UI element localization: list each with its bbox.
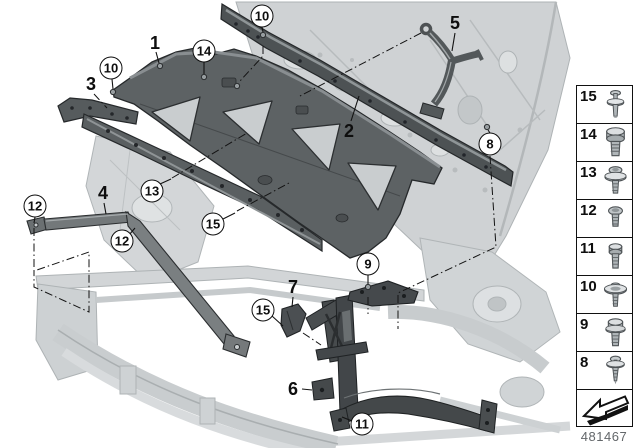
callout-label-3[interactable]: 3 xyxy=(85,74,97,94)
fastener-number: 14 xyxy=(580,126,597,143)
callout-circle-8[interactable]: 8 xyxy=(478,132,502,156)
rivet-pin-screw-icon xyxy=(606,89,625,119)
dome-washer-screw-icon xyxy=(606,355,625,385)
callout-label-4[interactable]: 4 xyxy=(97,183,109,203)
sidebar-fastener-13[interactable]: 13 xyxy=(577,162,632,200)
sidebar-fastener-10[interactable]: 10 xyxy=(577,276,632,314)
part-1-front-panel xyxy=(112,46,443,259)
callout-circle-10[interactable]: 10 xyxy=(99,56,123,80)
part-5-hook-bracket xyxy=(419,22,484,120)
part-6-bracket-assembly xyxy=(305,280,498,434)
fastener-number: 13 xyxy=(580,164,597,181)
callout-circle-12[interactable]: 12 xyxy=(110,229,134,253)
callout-label-2[interactable]: 2 xyxy=(343,121,355,141)
fastener-number: 8 xyxy=(580,354,589,371)
callout-circle-10[interactable]: 10 xyxy=(250,4,274,28)
direction-arrow-cell[interactable] xyxy=(577,390,632,426)
callout-circle-11[interactable]: 11 xyxy=(350,412,374,436)
callout-label-1[interactable]: 1 xyxy=(149,33,161,53)
ghost-bumper-carrier xyxy=(35,265,425,448)
hex-head-bolt-icon xyxy=(606,127,625,157)
sidebar-fastener-12[interactable]: 12 xyxy=(577,200,632,238)
callout-circle-12[interactable]: 12 xyxy=(23,194,47,218)
callout-circle-15[interactable]: 15 xyxy=(201,212,225,236)
sidebar-fastener-11[interactable]: 11 xyxy=(577,238,632,276)
fastener-number: 12 xyxy=(580,202,597,219)
callout-circle-14[interactable]: 14 xyxy=(192,39,216,63)
sidebar-fastener-8[interactable]: 8 xyxy=(577,352,632,390)
callout-label-5[interactable]: 5 xyxy=(449,13,461,33)
ghost-right-wheel-arch xyxy=(419,237,561,363)
phantom-lines xyxy=(33,32,497,346)
fastener-number: 9 xyxy=(580,316,589,333)
part-4-tie-bar xyxy=(26,210,251,358)
sidebar-fastener-14[interactable]: 14 xyxy=(577,124,632,162)
callout-circle-13[interactable]: 13 xyxy=(140,179,164,203)
part-front-panel-lower-rail xyxy=(81,113,323,253)
callout-label-7[interactable]: 7 xyxy=(287,277,299,297)
fastener-number: 11 xyxy=(580,240,596,257)
flat-washer-screw-icon xyxy=(603,282,628,307)
sidebar-fastener-9[interactable]: 9 xyxy=(577,314,632,352)
bolt-markers xyxy=(109,31,491,291)
fastener-number: 10 xyxy=(580,278,597,295)
sidebar-fastener-15[interactable]: 15 xyxy=(577,86,632,124)
hex-small-bolt-icon xyxy=(608,243,623,269)
hex-flange-bolt-icon xyxy=(605,318,626,347)
callout-circle-15[interactable]: 15 xyxy=(251,298,275,322)
leader-lines xyxy=(33,26,491,422)
fastener-number: 15 xyxy=(580,88,597,105)
direction-arrow-icon xyxy=(581,395,630,426)
ghost-suspension xyxy=(294,304,571,448)
callout-circle-9[interactable]: 9 xyxy=(356,252,380,276)
part-7-bracket xyxy=(280,303,307,338)
washer-pan-screw-icon xyxy=(604,166,627,194)
drawing-number: 481467 xyxy=(580,429,628,444)
fastener-legend: 15 14 13 12 11 10 9 8 xyxy=(576,85,633,427)
part-3-bracket xyxy=(57,97,139,125)
callout-label-6[interactable]: 6 xyxy=(287,379,299,399)
pan-head-screw-icon xyxy=(608,206,623,227)
